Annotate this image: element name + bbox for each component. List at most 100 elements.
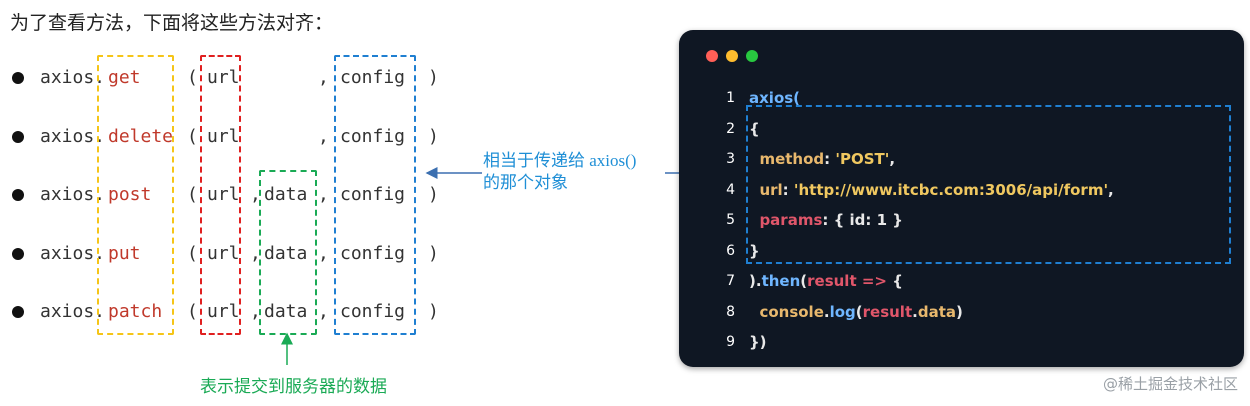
code-token: log (829, 302, 856, 321)
code-text: url: 'http://www.itcbc.com:3006/api/form… (749, 175, 1114, 205)
code-token: ) (955, 302, 963, 321)
code-token: : 1 } (865, 211, 903, 229)
code-token: axios( (749, 89, 801, 107)
method-dashed-box (97, 55, 174, 335)
code-line: 6} (679, 236, 1244, 266)
row-method: patch (108, 301, 163, 322)
config-annotation-line1: 相当于传递给 axios() (483, 151, 637, 170)
row-open: ( (187, 301, 198, 322)
code-text: ).then(result => { (749, 266, 903, 296)
bullet-icon (12, 130, 24, 143)
row-data: data (264, 242, 308, 264)
code-token: : { (822, 211, 850, 229)
code-text: console.log(result.data) (749, 297, 963, 327)
code-token: => (856, 272, 893, 290)
row-config: config (340, 125, 406, 147)
code-token: ( (855, 302, 863, 321)
row-method: get (108, 67, 141, 88)
window-maximize-dot (746, 50, 758, 62)
code-token: , (1108, 180, 1114, 199)
code-token: ( (800, 272, 808, 290)
row-config: config (340, 242, 406, 264)
code-token: method (749, 150, 825, 168)
window-close-dot (706, 50, 718, 62)
code-token: : (782, 180, 794, 199)
row-config: config (340, 184, 406, 205)
code-text: } (749, 236, 760, 266)
code-text: { (749, 114, 760, 144)
config-annotation: 相当于传递给 axios() 的那个对象 (483, 150, 636, 194)
code-token: url (749, 180, 783, 199)
window-minimize-dot (726, 50, 738, 62)
code-line: 2{ (679, 114, 1244, 144)
row-method: post (108, 184, 152, 205)
bullet-icon (12, 72, 24, 84)
row-data: data (264, 184, 308, 205)
code-token: , (889, 150, 896, 168)
code-token: data (917, 302, 956, 321)
code-line: 1 axios( (679, 83, 1244, 113)
row-url: url (207, 301, 240, 322)
code-token: }) (749, 333, 767, 351)
row-sep2: , (318, 301, 329, 322)
code-token: 'POST' (835, 150, 890, 168)
code-text: method: 'POST', (749, 144, 895, 174)
config-dashed-box (334, 55, 416, 335)
code-line: 5 params: { id: 1 } (679, 205, 1244, 235)
bullet-icon (12, 189, 24, 201)
code-token: . (912, 302, 918, 321)
row-close: ) (428, 125, 439, 147)
row-open: ( (187, 125, 198, 147)
row-close: ) (428, 184, 439, 205)
row-obj: axios. (40, 242, 106, 264)
row-obj: axios. (40, 301, 106, 322)
row-config: config (340, 67, 406, 88)
code-token: : (824, 150, 836, 168)
url-dashed-box (200, 55, 241, 335)
code-token: result (807, 272, 857, 290)
code-token: params (749, 211, 823, 229)
row-sep2: , (318, 184, 329, 205)
code-line: 8 console.log(result.data) (679, 297, 1244, 327)
code-token: } (749, 241, 760, 260)
row-close: ) (428, 242, 439, 264)
row-sep2: , (318, 242, 329, 264)
row-open: ( (187, 67, 198, 88)
bullet-icon (12, 306, 24, 318)
row-method: delete (108, 125, 174, 147)
line-number: 9 (726, 334, 735, 350)
row-sep1: , (250, 242, 261, 264)
row-obj: axios. (40, 125, 106, 147)
code-token: { (892, 272, 903, 290)
code-token: . (823, 302, 830, 321)
row-url: url (207, 125, 240, 147)
row-url: url (207, 67, 240, 88)
row-open: ( (187, 184, 198, 205)
bullet-icon (12, 247, 24, 260)
line-number: 2 (726, 120, 735, 137)
code-line: 3 method: 'POST', (679, 144, 1244, 174)
line-number: 4 (726, 181, 735, 198)
line-number: 5 (726, 212, 735, 228)
line-number: 8 (726, 303, 735, 320)
code-text: axios( (749, 83, 800, 113)
code-token: 'http://www.itcbc.com:3006/api/form' (793, 180, 1109, 199)
row-sep1: , (250, 301, 261, 322)
line-number: 1 (726, 90, 735, 106)
code-token: then (761, 272, 801, 290)
code-text: params: { id: 1 } (749, 205, 903, 235)
watermark: @稀土掘金技术社区 (1102, 375, 1238, 393)
row-obj: axios. (40, 184, 106, 205)
row-obj: axios. (40, 67, 106, 88)
code-line: 4 url: 'http://www.itcbc.com:3006/api/fo… (679, 175, 1244, 205)
row-close: ) (428, 301, 439, 322)
intro-text: 为了查看方法，下面将这些方法对齐： (10, 13, 334, 34)
row-open: ( (187, 242, 198, 264)
row-url: url (207, 184, 240, 205)
line-number: 3 (726, 151, 735, 167)
code-line: 9}) (679, 327, 1244, 357)
code-token: result (862, 302, 913, 321)
row-method: put (108, 242, 141, 264)
line-number: 7 (726, 273, 735, 289)
